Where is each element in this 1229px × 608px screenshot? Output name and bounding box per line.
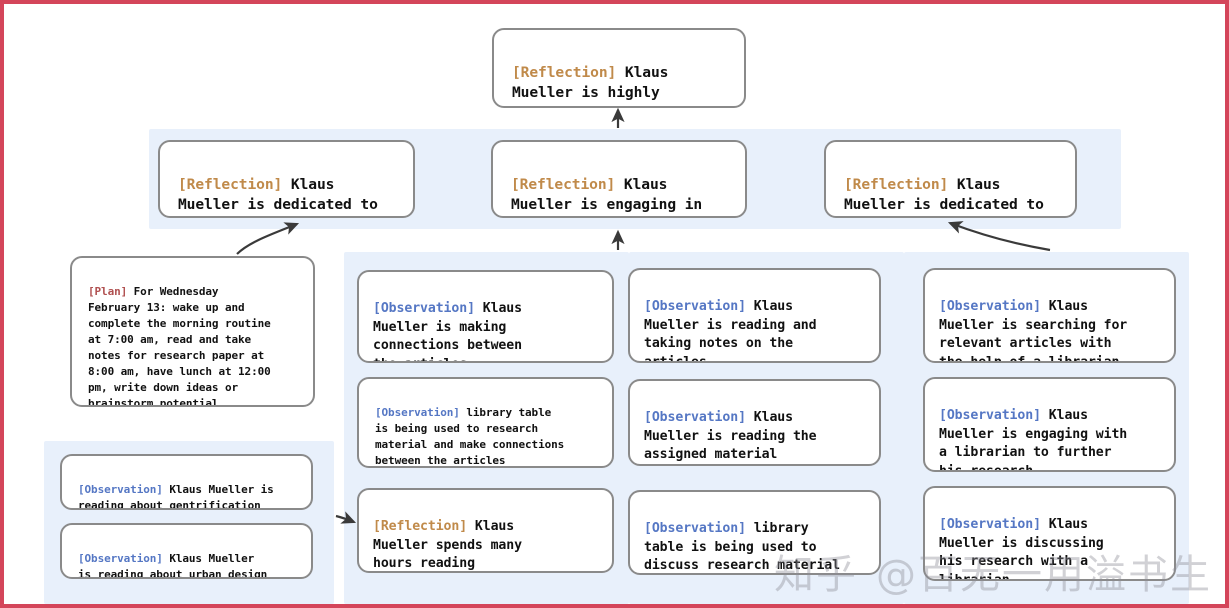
node-text: Klaus Mueller is reading about gentrific… xyxy=(78,483,274,510)
node-text: Klaus Mueller is dedicated to research xyxy=(178,175,378,214)
node-observation-left-1[interactable]: [Observation] Klaus Mueller is making co… xyxy=(357,270,614,363)
node-text: library table is being used to discuss r… xyxy=(644,521,840,574)
node-text: library table is being used to research … xyxy=(375,406,565,468)
tag-observation: [Observation] xyxy=(644,521,746,537)
tag-reflection: [Reflection] xyxy=(844,175,949,193)
node-observation-center-3[interactable]: [Observation] library table is being use… xyxy=(628,490,881,575)
tag-observation: [Observation] xyxy=(373,301,475,317)
node-observation-right-3[interactable]: [Observation] Klaus Mueller is discussin… xyxy=(923,486,1176,581)
node-observation-right-1[interactable]: [Observation] Klaus Mueller is searching… xyxy=(923,268,1176,363)
node-text: Klaus Mueller is highly dedicated to res… xyxy=(512,63,695,106)
node-text: Klaus Mueller is making connections betw… xyxy=(373,301,522,361)
tag-observation: [Observation] xyxy=(375,406,460,420)
node-observation-center-2[interactable]: [Observation] Klaus Mueller is reading t… xyxy=(628,379,881,466)
tag-observation: [Observation] xyxy=(644,410,746,426)
tag-observation: [Observation] xyxy=(78,552,163,566)
node-observation-left-2[interactable]: [Observation] library table is being use… xyxy=(357,377,614,468)
node-text: Klaus Mueller is reading and taking note… xyxy=(644,299,817,363)
node-observation-urban-design[interactable]: [Observation] Klaus Mueller is reading a… xyxy=(60,523,313,579)
node-text: Klaus Mueller is reading the assigned ma… xyxy=(644,410,817,463)
node-text: For Wednesday February 13: wake up and c… xyxy=(88,285,271,407)
node-reflection-2[interactable]: [Reflection] Klaus Mueller is engaging i… xyxy=(491,140,747,218)
node-text: Klaus Mueller is dedicated to research xyxy=(844,175,1044,214)
tag-reflection: [Reflection] xyxy=(178,175,283,193)
node-root-reflection[interactable]: [Reflection] Klaus Mueller is highly ded… xyxy=(492,28,746,108)
tag-observation: [Observation] xyxy=(939,408,1041,424)
node-text: Klaus Mueller is searching for relevant … xyxy=(939,299,1128,363)
node-text: Klaus Mueller is discussing his research… xyxy=(939,517,1104,581)
tag-reflection: [Reflection] xyxy=(512,63,617,81)
tag-reflection: [Reflection] xyxy=(511,175,616,193)
node-reflection-left-3[interactable]: [Reflection] Klaus Mueller spends many h… xyxy=(357,488,614,573)
tag-observation: [Observation] xyxy=(78,483,163,497)
node-text: Klaus Mueller spends many hours reading xyxy=(373,519,522,572)
tag-reflection: [Reflection] xyxy=(373,519,468,535)
node-reflection-3[interactable]: [Reflection] Klaus Mueller is dedicated … xyxy=(824,140,1077,218)
tag-plan: [Plan] xyxy=(88,285,128,299)
node-plan[interactable]: [Plan] For Wednesday February 13: wake u… xyxy=(70,256,315,407)
node-text: Klaus Mueller is engaging in research ac… xyxy=(511,175,703,214)
node-observation-right-2[interactable]: [Observation] Klaus Mueller is engaging … xyxy=(923,377,1176,472)
node-observation-gentrification[interactable]: [Observation] Klaus Mueller is reading a… xyxy=(60,454,313,510)
node-text: Klaus Mueller is engaging with a librari… xyxy=(939,408,1128,472)
tag-observation: [Observation] xyxy=(644,299,746,315)
tag-observation: [Observation] xyxy=(939,517,1041,533)
node-observation-center-1[interactable]: [Observation] Klaus Mueller is reading a… xyxy=(628,268,881,363)
node-text: Klaus Mueller is reading about urban des… xyxy=(78,552,268,579)
tag-observation: [Observation] xyxy=(939,299,1041,315)
node-reflection-1[interactable]: [Reflection] Klaus Mueller is dedicated … xyxy=(158,140,415,218)
